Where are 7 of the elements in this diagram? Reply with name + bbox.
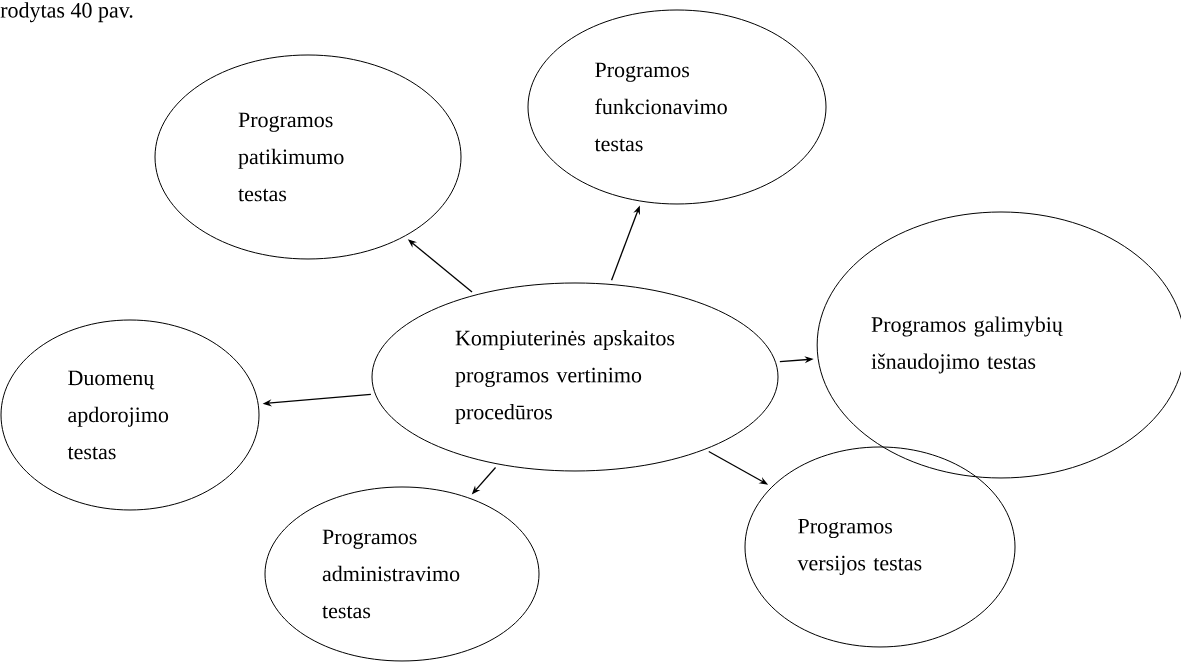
ellipse-node: Programos patikimumo testas [154,54,462,260]
ellipse-node: Duomenų apdorojimo testas [0,319,260,511]
ellipse-node: Programos administravimo testas [264,486,540,662]
ellipse-node: Programos versijos testas [744,446,1016,648]
caption-text: rodytas 40 pav. [0,2,133,23]
ellipse-node: Kompiuterinės apskaitos programos vertinimo procedūros [371,282,779,472]
ellipse-node: Programos funkcionavimo testas [527,9,827,205]
